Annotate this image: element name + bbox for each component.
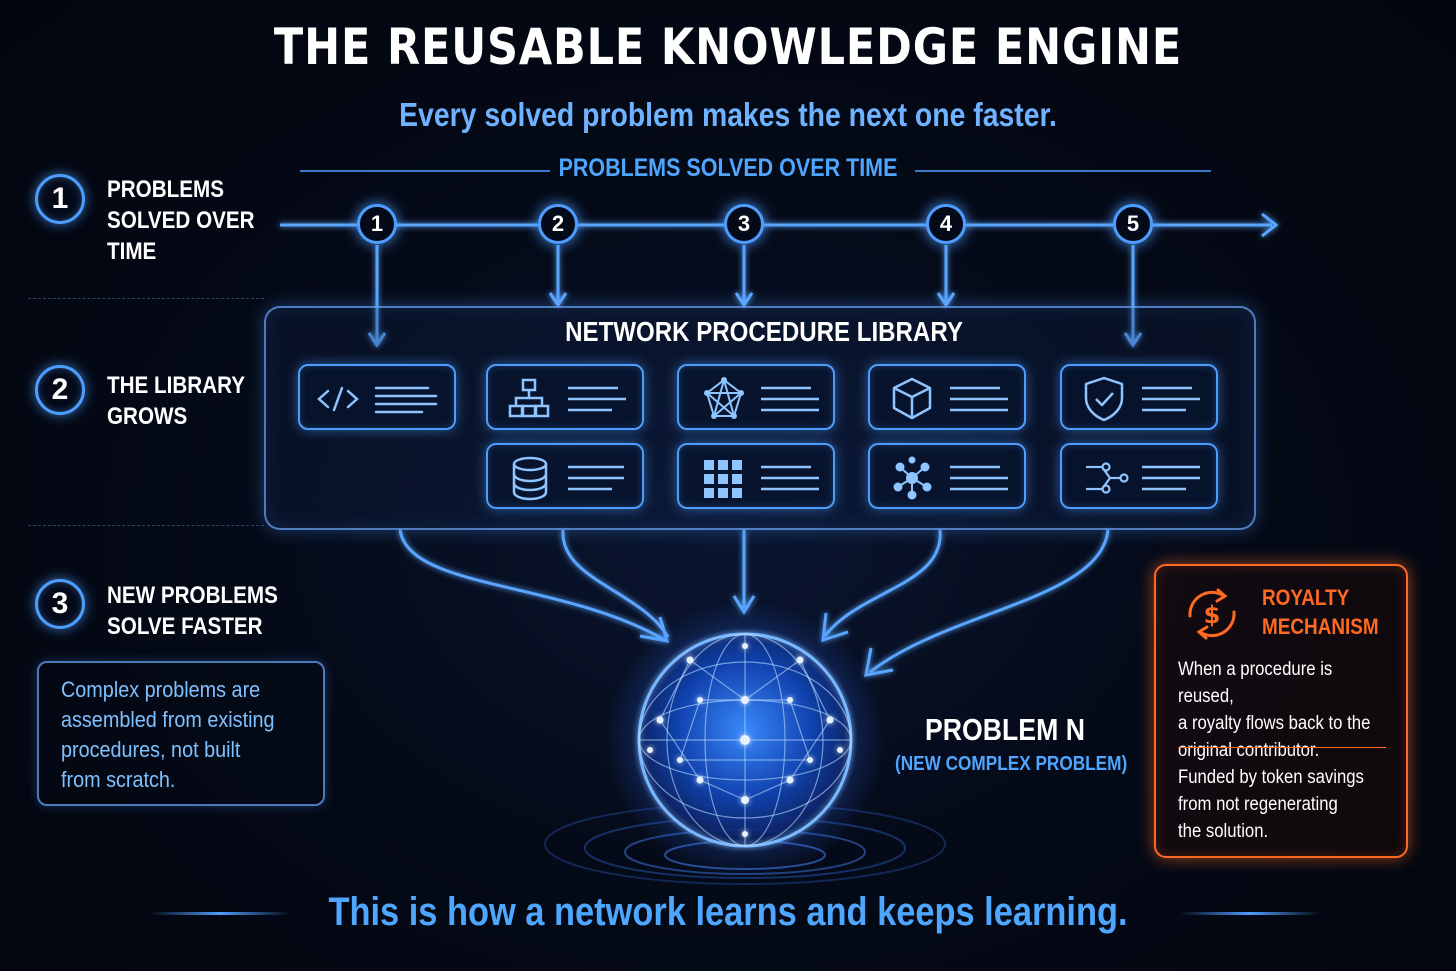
cluster-icon [893, 456, 1008, 500]
hierarchy-icon [508, 378, 626, 418]
footer-line-right [1180, 912, 1320, 915]
library-card-network [677, 364, 835, 430]
library-card-flow [1060, 443, 1218, 509]
database-icon [512, 456, 624, 501]
network-star-icon [704, 377, 819, 419]
step-1-label: PROBLEMS SOLVED OVER TIME [107, 176, 255, 265]
footer-tagline: This is how a network learns and keeps l… [328, 890, 1128, 934]
section-divider-1 [28, 298, 264, 299]
library-card-hierarchy [486, 364, 644, 430]
step-3-label: NEW PROBLEMS SOLVE FASTER [107, 582, 278, 640]
footer-line-left [150, 912, 290, 915]
step-2-label: THE LIBRARY GROWS [107, 372, 245, 430]
step-3-number: 3 [35, 579, 85, 629]
assembly-note-box [37, 661, 325, 806]
section-divider-2 [28, 525, 264, 526]
library-card-cube [868, 364, 1026, 430]
timeline-label-line-right [915, 170, 1211, 172]
step-1-number: 1 [35, 174, 85, 224]
library-title: NETWORK PROCEDURE LIBRARY [565, 316, 963, 347]
timeline-arrowhead [1261, 212, 1279, 238]
grid-icon [704, 460, 819, 498]
cube-icon [892, 377, 1008, 420]
timeline-node-5: 5 [1113, 204, 1153, 244]
royalty-description: When a procedure is reused, a royalty fl… [1178, 659, 1371, 761]
svg-text:$: $ [1204, 601, 1221, 629]
page-title: THE REUSABLE KNOWLEDGE ENGINE [273, 18, 1183, 76]
library-card-cluster [868, 443, 1026, 509]
royalty-divider [1178, 747, 1386, 748]
timeline-node-4: 4 [926, 204, 966, 244]
flow-icon [1086, 462, 1200, 494]
library-card-code [298, 364, 456, 430]
royalty-mechanism-box [1154, 564, 1408, 858]
library-card-shield [1060, 364, 1218, 430]
problem-n-title: PROBLEM N [925, 712, 1085, 747]
timeline-label: PROBLEMS SOLVED OVER TIME [558, 154, 898, 182]
royalty-funding-note: Funded by token savings from not regener… [1178, 767, 1364, 842]
dollar-cycle-icon: $ [1188, 588, 1236, 640]
timeline-label-line-left [300, 170, 550, 172]
royalty-title: ROYALTY MECHANISM [1262, 585, 1379, 639]
assembly-note-text: Complex problems are assembled from exis… [61, 677, 275, 792]
code-icon [317, 386, 438, 414]
problem-n-subtitle: (NEW COMPLEX PROBLEM) [895, 753, 1128, 775]
shield-check-icon [1084, 376, 1200, 422]
timeline-node-1: 1 [357, 204, 397, 244]
step-2-number: 2 [35, 365, 85, 415]
problem-sphere [544, 600, 946, 885]
page-subtitle: Every solved problem makes the next one … [399, 96, 1057, 133]
library-card-grid [677, 443, 835, 509]
timeline-node-2: 2 [538, 204, 578, 244]
library-card-database [486, 443, 644, 509]
timeline-node-3: 3 [724, 204, 764, 244]
